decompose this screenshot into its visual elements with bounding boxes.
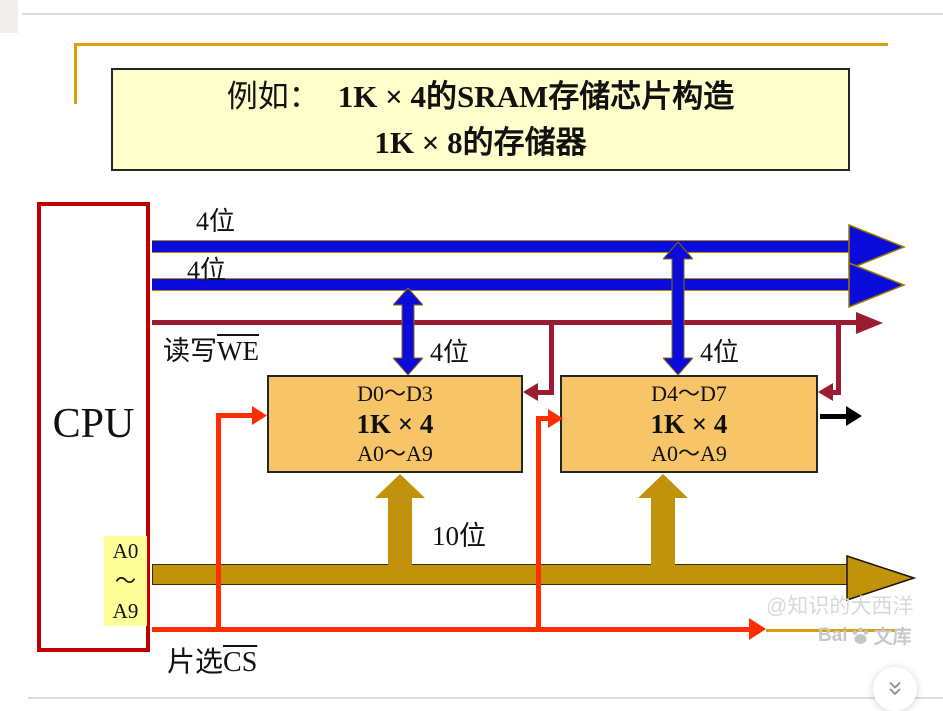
cs-branch1-elbow [216,413,254,418]
addr-tag-tilde: ～ [115,569,136,593]
we-branch2-arrowhead-icon [818,383,833,401]
expand-pages-button[interactable] [873,667,917,711]
brand-watermark-prefix: Bai [818,624,848,646]
data-bus-low-arrowhead-icon [848,262,906,308]
we-branch1-drop [549,322,554,392]
bus1-width-label: 4位 [196,207,236,236]
cs-line [152,627,752,632]
brand-watermark-suffix: 文库 [873,627,912,648]
cs-branch2-elbow [536,416,550,421]
we-label: 读写WE [163,329,259,368]
we-label-signal: WE [217,336,259,366]
bottom-divider [28,697,943,699]
addr-tag-a9: A9 [112,599,139,623]
slide-title-line2: 1K × 8的存储器 [374,124,587,160]
cs-label-signal: CS [223,647,258,678]
cs-label: 片选CS [167,640,257,680]
we-branch2-elbow [831,390,841,395]
chevron-double-down-icon [889,681,901,696]
chip2-width-label: 4位 [700,338,740,367]
top-divider [22,13,943,15]
baidu-paw-icon [852,627,868,644]
we-branch1-elbow [537,390,554,395]
chip2-capacity: 1K × 4 [650,409,728,439]
cs-branch1-riser [216,415,221,629]
chip2-data-double-arrow-icon [663,242,693,375]
cs-branch1-arrowhead-icon [252,406,267,425]
chip1-data-double-arrow-icon [393,288,423,375]
address-bus-arrowhead-icon [846,555,916,601]
cs-label-prefix: 片选 [167,647,224,678]
sram-chip-1: D0～D3 1K × 4 A0～A9 [267,375,523,473]
sram-chip-2: D4～D7 1K × 4 A0～A9 [560,375,818,473]
slide-title-box: 例如： 1K × 4的SRAM存储芯片构造 1K × 8的存储器 [111,68,850,171]
chip1-address-arrow-icon [375,474,425,565]
chip1-addr-lines: A0～A9 [357,441,433,466]
chip1-capacity: 1K × 4 [356,409,434,439]
chip2-output-wire [820,414,848,419]
title-prefix: 例如： [226,78,320,114]
slide-title-line1: 例如： 1K × 4的SRAM存储芯片构造 [227,74,735,120]
chip2-output-arrowhead-icon [846,406,862,426]
data-bus-high [152,240,852,253]
cs-line-arrowhead-icon [749,618,766,640]
chip2-data-lines: D4～D7 [651,381,727,406]
cpu-box [37,202,150,652]
we-label-prefix: 读写 [163,336,217,366]
chip1-width-label: 4位 [430,338,470,367]
brand-watermark: Bai 文库 [818,622,912,649]
slide-frame-line-vertical [74,43,77,104]
cs-branch2-arrowhead-icon [548,409,563,428]
data-bus-high-arrowhead-icon [848,224,906,270]
bus2-width-label: 4位 [187,256,227,285]
data-bus-low [152,278,852,291]
cs-line-extension [766,629,896,632]
cpu-label: CPU [52,401,135,447]
chip2-addr-lines: A0～A9 [651,441,727,466]
title-main-text: 1K × 4的SRAM存储芯片构造 [337,78,735,114]
slide-frame-line-horizontal [74,43,888,46]
address-bus [152,564,848,585]
address-width-label: 10位 [432,521,486,551]
cs-branch2-riser [536,418,541,629]
chip2-address-arrow-icon [638,474,688,565]
addr-tag-a0: A0 [112,539,139,563]
chip1-data-lines: D0～D3 [357,381,433,406]
we-branch1-arrowhead-icon [523,383,538,401]
author-watermark: @知识的大西洋 [766,595,914,618]
we-line [152,320,858,325]
cpu-address-range-tag: A0 ～ A9 [104,536,147,626]
we-branch2-drop [836,322,841,392]
we-line-arrowhead-right-icon [856,312,883,334]
page-corner-strip [0,0,18,33]
